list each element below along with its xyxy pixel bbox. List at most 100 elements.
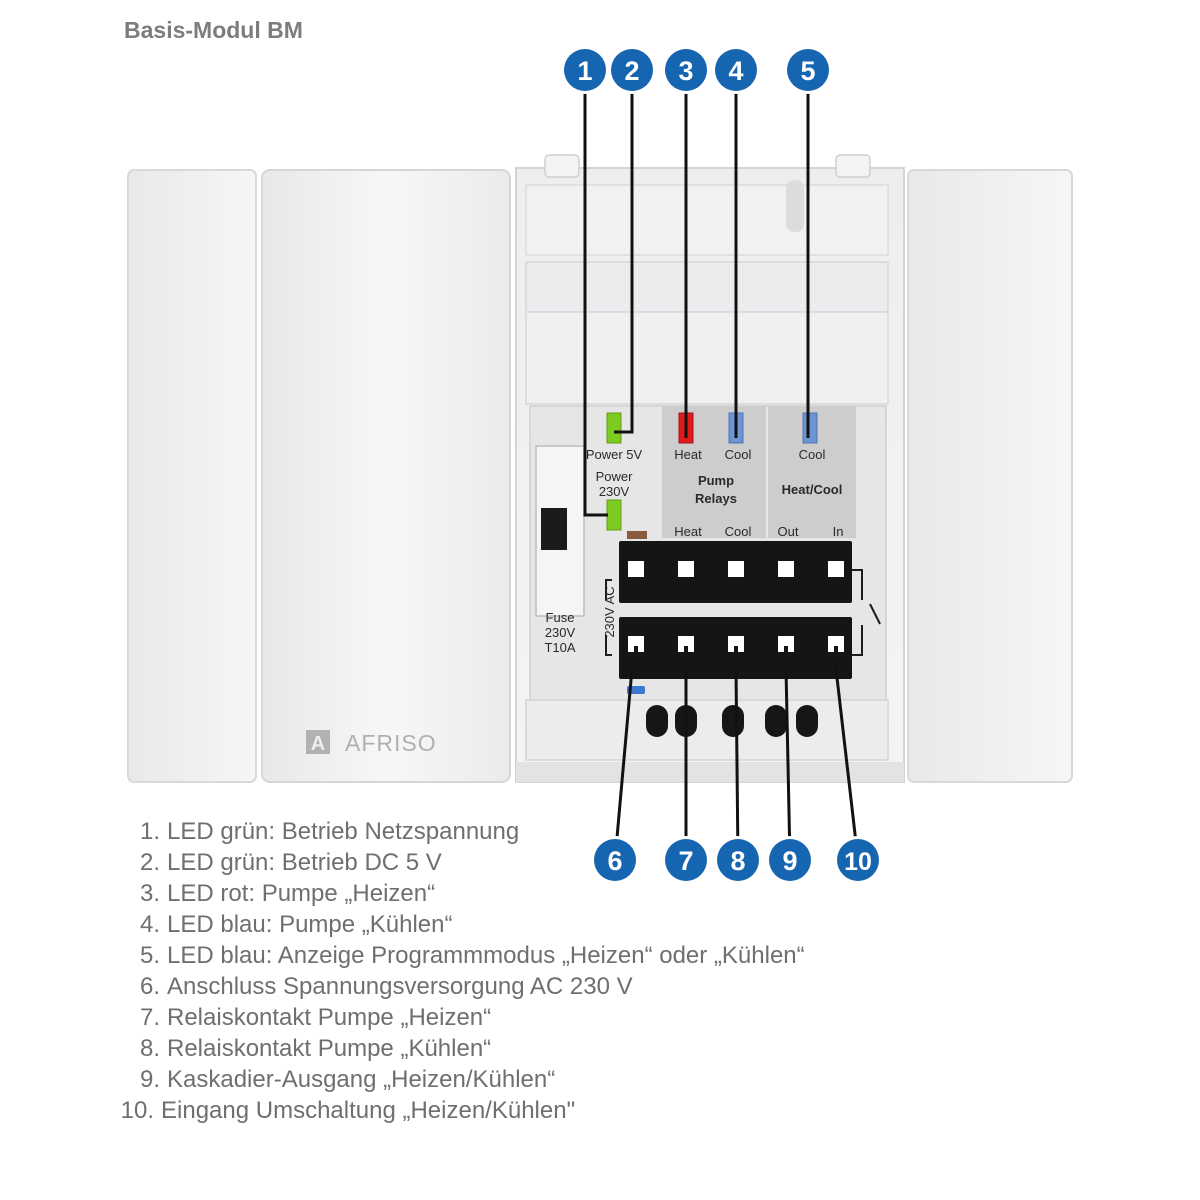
legend-item-text: LED blau: Anzeige Programmmodus „Heizen“… <box>167 942 805 969</box>
panel-labels: Power 5V Power 230V Heat Cool Cool Pump … <box>544 447 843 655</box>
label-cool-led: Cool <box>725 447 752 462</box>
label-power-5v: Power 5V <box>586 447 643 462</box>
terminal-screws <box>628 561 844 652</box>
callout-number: 5 <box>800 56 815 86</box>
callout-badge-circle <box>665 839 707 881</box>
label-power-230v-1: Power <box>596 469 634 484</box>
afriso-logo-letter: A <box>311 733 325 755</box>
terminal-screw <box>828 636 844 652</box>
callout-badge: 7 <box>662 836 710 884</box>
legend-item: 10. Eingang Umschaltung „Heizen/Kühlen" <box>118 1095 805 1126</box>
terminal-screw-slot <box>684 646 688 652</box>
legend-item: 6.Anschluss Spannungsversorgung AC 230 V <box>118 971 805 1002</box>
top-clip <box>544 154 580 178</box>
callout-badge: 3 <box>662 46 710 94</box>
callout-number: 6 <box>607 846 622 876</box>
callout-badge-circle <box>594 839 636 881</box>
label-heat-led: Heat <box>674 447 702 462</box>
leader-line <box>583 70 608 517</box>
top-clip <box>835 154 871 178</box>
callout-badge-circle <box>717 839 759 881</box>
legend-item-number: 9. <box>139 1066 160 1093</box>
compartment-upper-shelf <box>525 184 889 256</box>
legend-item-number: 8. <box>139 1035 160 1062</box>
terminal-screw-slot <box>734 646 738 652</box>
compartment-ledge <box>525 311 889 405</box>
cable-entry-hole <box>646 705 668 737</box>
callout-number: 1 <box>577 56 592 86</box>
left-end-cap <box>127 169 257 783</box>
callout-badge-circle <box>564 49 606 91</box>
callout-badge-circle <box>611 49 653 91</box>
right-end-cap <box>907 169 1073 783</box>
callout-number: 10 <box>844 848 872 876</box>
legend-item-text: Relaiskontakt Pumpe „Heizen“ <box>167 1004 492 1031</box>
diagram-title: Basis-Modul BM <box>124 17 303 43</box>
callout-badge: 9 <box>766 836 814 884</box>
callout-badge: 6 <box>591 836 639 884</box>
label-voltage: 230V AC <box>602 586 617 637</box>
afriso-logo: A AFRISO <box>306 730 437 756</box>
label-terminal-heat: Heat <box>674 524 702 539</box>
callout-number: 3 <box>678 56 693 86</box>
legend-item-number: 3. <box>139 880 160 907</box>
terminal-screw <box>828 561 844 577</box>
callout-badge: 1 <box>561 46 609 94</box>
afriso-logo-text: AFRISO <box>345 730 437 756</box>
label-fuse-3: T10A <box>544 640 575 655</box>
legend-item-text: LED blau: Pumpe „Kühlen“ <box>167 911 453 938</box>
terminal-screw <box>778 561 794 577</box>
legend-item: 2. LED grün: Betrieb DC 5 V <box>118 847 805 878</box>
base-strip <box>516 762 904 782</box>
label-terminal-cool: Cool <box>725 524 752 539</box>
legend-item-number: 2. <box>139 849 160 876</box>
callout-badge-circle <box>769 839 811 881</box>
callout-number: 9 <box>782 846 797 876</box>
terminal-screw-slot <box>784 646 788 652</box>
callout-number: 2 <box>624 56 639 86</box>
callout-badge-circle <box>715 49 757 91</box>
legend-item: 3.LED rot: Pumpe „Heizen“ <box>118 878 805 909</box>
callout-badge: 5 <box>784 46 832 94</box>
compartment-slot <box>786 180 804 232</box>
led-power-5v <box>606 412 622 444</box>
legend-item-text: LED grün: Betrieb DC 5 V <box>167 849 442 876</box>
legend-item: 4. LED blau: Pumpe „Kühlen“ <box>118 909 805 940</box>
leader-line <box>613 668 634 861</box>
callout-number: 7 <box>678 846 693 876</box>
callout-number: 4 <box>728 56 743 86</box>
terminal-screw <box>628 636 644 652</box>
legend-item-number: 10. <box>120 1097 154 1124</box>
led-heat-cool-mode <box>802 412 818 444</box>
legend-item: 9. Kaskadier-Ausgang „Heizen/Kühlen“ <box>118 1064 805 1095</box>
label-fuse-1: Fuse <box>546 610 575 625</box>
label-heat-cool: Heat/Cool <box>782 482 843 497</box>
bracket-markings <box>605 569 881 656</box>
legend-item-number: 1. <box>139 818 160 845</box>
terminal-screw-slot <box>834 646 838 652</box>
legend-item: 7. Relaiskontakt Pumpe „Heizen“ <box>118 1002 805 1033</box>
callout-badge: 4 <box>712 46 760 94</box>
compartment-rail <box>525 261 889 313</box>
leader-line <box>784 668 792 861</box>
callout-badge: 8 <box>714 836 762 884</box>
label-pump: Pump <box>698 473 734 488</box>
label-power-230v-2: 230V <box>599 484 630 499</box>
front-cover <box>261 169 511 783</box>
label-terminal-in: In <box>833 524 844 539</box>
label-cool-led-2: Cool <box>799 447 826 462</box>
cable-entry-hole <box>796 705 818 737</box>
leader-lines <box>583 70 860 861</box>
callout-badge-circle <box>787 49 829 91</box>
legend-item: 8.Relaiskontakt Pumpe „Kühlen“ <box>118 1033 805 1064</box>
label-relays: Relays <box>695 491 737 506</box>
legend-item-text: Kaskadier-Ausgang „Heizen/Kühlen“ <box>167 1066 556 1093</box>
legend-item-number: 4. <box>139 911 160 938</box>
legend-item-number: 7. <box>139 1004 160 1031</box>
cable-entry-hole <box>722 705 744 737</box>
afriso-logo-mark <box>306 730 330 754</box>
legend-item-text: Eingang Umschaltung „Heizen/Kühlen" <box>161 1097 576 1124</box>
leader-line <box>734 668 740 861</box>
